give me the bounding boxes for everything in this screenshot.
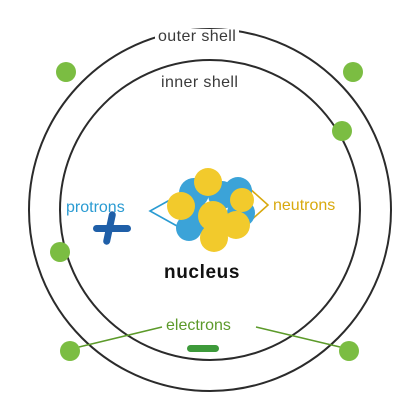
nucleus-label: nucleus: [164, 262, 240, 283]
proton: [176, 215, 202, 241]
electron: [56, 62, 76, 82]
electron: [332, 121, 352, 141]
inner-shell-label: inner shell: [158, 75, 242, 91]
neutron: [230, 188, 254, 212]
electron-leader-left: [78, 326, 163, 348]
neutron: [198, 201, 228, 231]
nucleus-cluster: [167, 168, 255, 252]
electrons-label: electrons: [163, 318, 234, 334]
neutron: [222, 211, 250, 239]
electron: [339, 341, 359, 361]
inner-shell-orbit: [59, 59, 361, 361]
electron: [60, 341, 80, 361]
outer-shell-label: outer shell: [155, 29, 240, 45]
neutrons-label: neutrons: [273, 197, 336, 214]
neutron: [200, 224, 228, 252]
minus-sign-icon: [187, 345, 219, 352]
electron: [50, 242, 70, 262]
electron: [343, 62, 363, 82]
neutron: [194, 168, 222, 196]
electron-leader-right: [255, 326, 341, 348]
protons-label: protrons: [66, 199, 125, 216]
plus-sign-icon: [93, 211, 131, 245]
neutron: [167, 192, 195, 220]
neutron-bracket: [248, 187, 270, 223]
